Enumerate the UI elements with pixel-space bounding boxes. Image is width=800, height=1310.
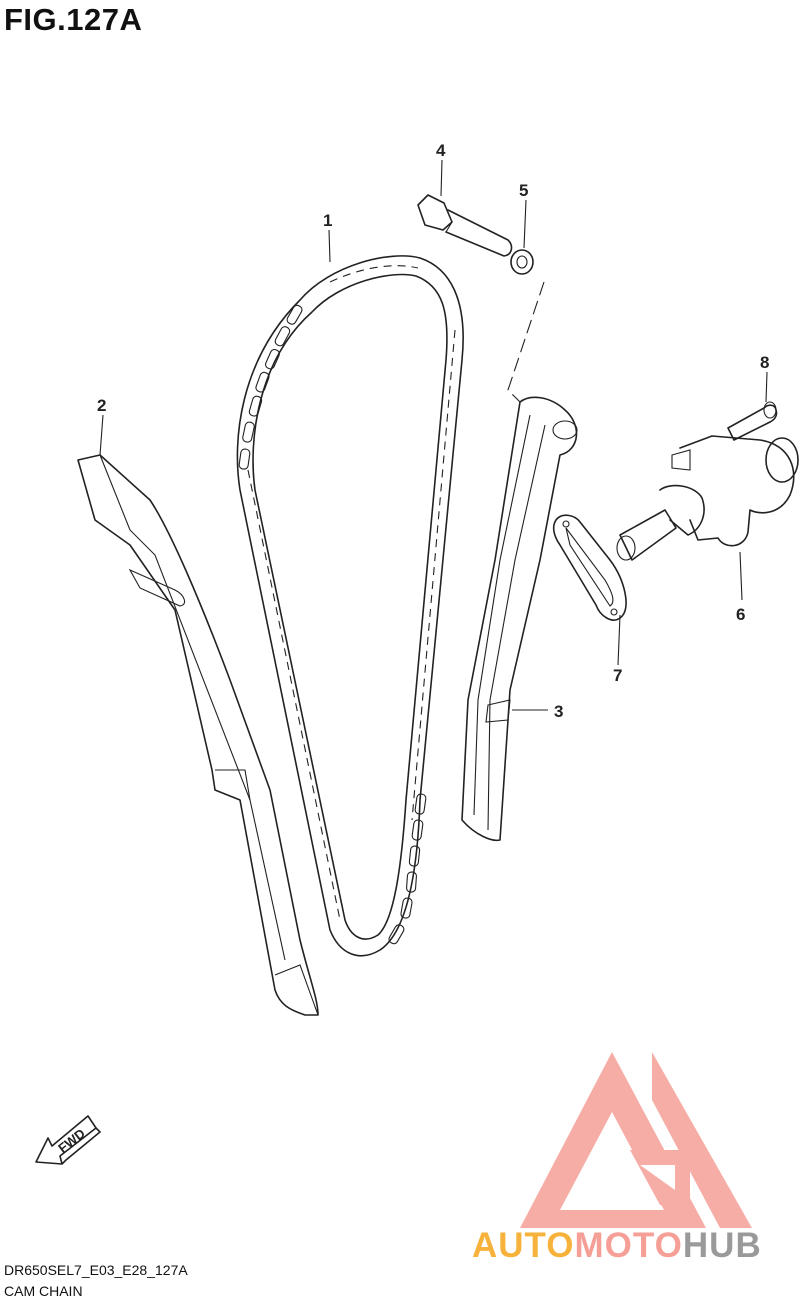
- leader-lines: [99, 159, 768, 711]
- diagram-code: DR650SEL7_E03_E28_127A: [4, 1262, 188, 1278]
- callout-6: 6: [736, 605, 745, 624]
- tensioner-bolt-drawing: [727, 401, 778, 441]
- watermark-moto: MOTO: [574, 1226, 683, 1265]
- callout-1: 1: [323, 211, 332, 230]
- washer-drawing: [510, 249, 534, 275]
- watermark-hub: HUB: [682, 1226, 762, 1265]
- diagram-name: CAM CHAIN: [4, 1283, 83, 1299]
- callout-5: 5: [519, 181, 528, 200]
- chain-guide-drawing: [77, 454, 319, 1016]
- watermark-logo-icon: [520, 1052, 752, 1228]
- watermark-text: AUTOMOTOHUB: [472, 1226, 762, 1266]
- callout-labels: 1 2 3 4 5 6 7 8: [97, 141, 769, 721]
- callout-2: 2: [97, 396, 106, 415]
- chain-tensioner-drawing: [616, 435, 799, 561]
- gasket-drawing: [552, 514, 627, 621]
- tensioner-guide-drawing: [461, 396, 578, 842]
- fwd-arrow-icon: FWD: [35, 1115, 102, 1165]
- callout-8: 8: [760, 353, 769, 372]
- callout-4: 4: [436, 141, 446, 160]
- cam-chain-drawing: [236, 255, 464, 957]
- guide-bolt-drawing: [417, 194, 513, 257]
- figure-title: FIG.127A: [4, 2, 143, 37]
- callout-7: 7: [613, 666, 622, 685]
- callout-3: 3: [554, 702, 563, 721]
- watermark-auto: AUTO: [472, 1226, 575, 1265]
